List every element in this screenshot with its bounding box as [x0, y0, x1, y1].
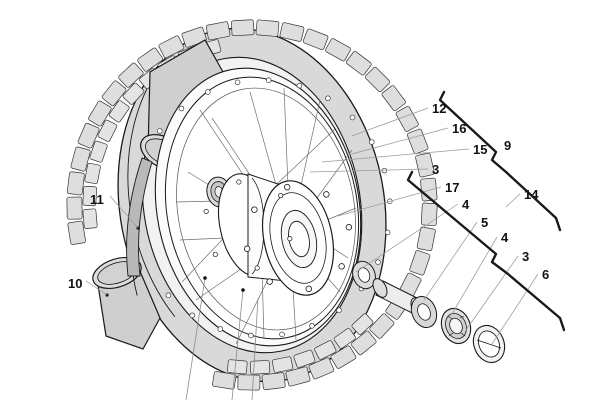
- ball-bearing: [440, 307, 472, 345]
- callout-16: 16: [452, 121, 467, 136]
- callout-14: 14: [524, 187, 539, 202]
- callout-4-lower: 4: [501, 230, 509, 245]
- callout-12: 12: [432, 101, 447, 116]
- callout-6: 6: [542, 267, 550, 282]
- callout-17: 17: [445, 180, 460, 195]
- retaining-ring: [472, 324, 506, 364]
- bracket-group-9: [438, 90, 562, 232]
- callout-11: 11: [90, 192, 104, 207]
- callout-4-upper: 4: [462, 197, 470, 212]
- washer-mid: [410, 295, 438, 329]
- spoke-leader-lines: [185, 277, 259, 400]
- callout-5: 5: [481, 215, 489, 230]
- callout-9: 9: [504, 138, 512, 153]
- callout-15: 15: [473, 142, 488, 157]
- callout-3-lower: 3: [522, 249, 530, 264]
- callout-10: 10: [68, 276, 83, 291]
- wheel-hub: [203, 173, 353, 296]
- callout-3-upper: 3: [432, 162, 440, 177]
- bracket-group-14: [406, 170, 566, 332]
